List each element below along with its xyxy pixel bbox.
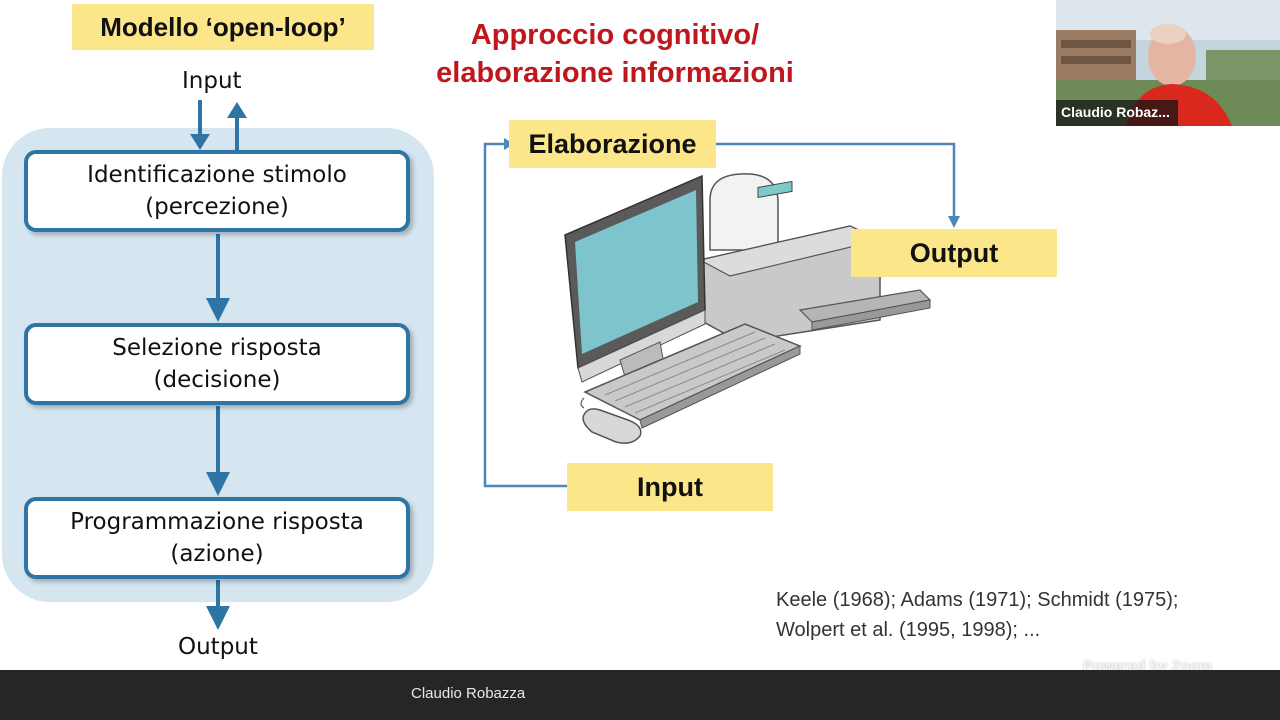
webcam-name-tag: Claudio Robaz... — [1056, 100, 1178, 126]
references: Keele (1968); Adams (1971); Schmidt (197… — [776, 585, 1178, 645]
printer-icon — [698, 173, 932, 343]
flow-input-label: Input — [182, 68, 242, 94]
flow-step-perception: Identificazione stimolo (percezione) — [24, 150, 410, 232]
zoom-watermark: Powered by Zoom — [1083, 658, 1213, 670]
mouse-icon — [580, 397, 642, 444]
active-speaker-name: Claudio Robazza — [411, 685, 526, 702]
flow-step-line: Identificazione stimolo — [87, 162, 347, 188]
flow-output-label: Output — [178, 634, 258, 660]
webcam-video-tile[interactable]: Claudio Robaz... — [1056, 0, 1280, 126]
meeting-bottom-bar: Claudio Robazza — [0, 670, 1280, 720]
flow-step-line: (azione) — [170, 541, 264, 567]
flow-step-line: (decisione) — [153, 367, 281, 393]
reference-line: Keele (1968); Adams (1971); Schmidt (197… — [776, 589, 1179, 611]
slide-title-line2: elaborazione informazioni — [436, 57, 794, 89]
flow-step-line: Programmazione risposta — [70, 509, 364, 535]
flow-step-decision: Selezione risposta (decisione) — [24, 323, 410, 405]
label-elaborazione: Elaborazione — [509, 120, 716, 168]
monitor-icon — [564, 174, 706, 383]
slide-title: Approccio cognitivo/ elaborazione inform… — [400, 16, 830, 92]
flow-step-line: (percezione) — [145, 194, 289, 220]
keyboard-icon — [583, 323, 802, 429]
label-output: Output — [851, 229, 1057, 277]
label-input: Input — [567, 463, 773, 511]
reference-line: Wolpert et al. (1995, 1998); ... — [776, 619, 1041, 641]
slide-badge-title: Modello ‘open-loop’ — [72, 4, 374, 50]
flow-step-line: Selezione risposta — [112, 335, 322, 361]
computer-illustration — [483, 138, 960, 488]
slide-title-line1: Approccio cognitivo/ — [470, 19, 760, 51]
flow-arrows — [190, 100, 247, 630]
flow-step-action: Programmazione risposta (azione) — [24, 497, 410, 579]
